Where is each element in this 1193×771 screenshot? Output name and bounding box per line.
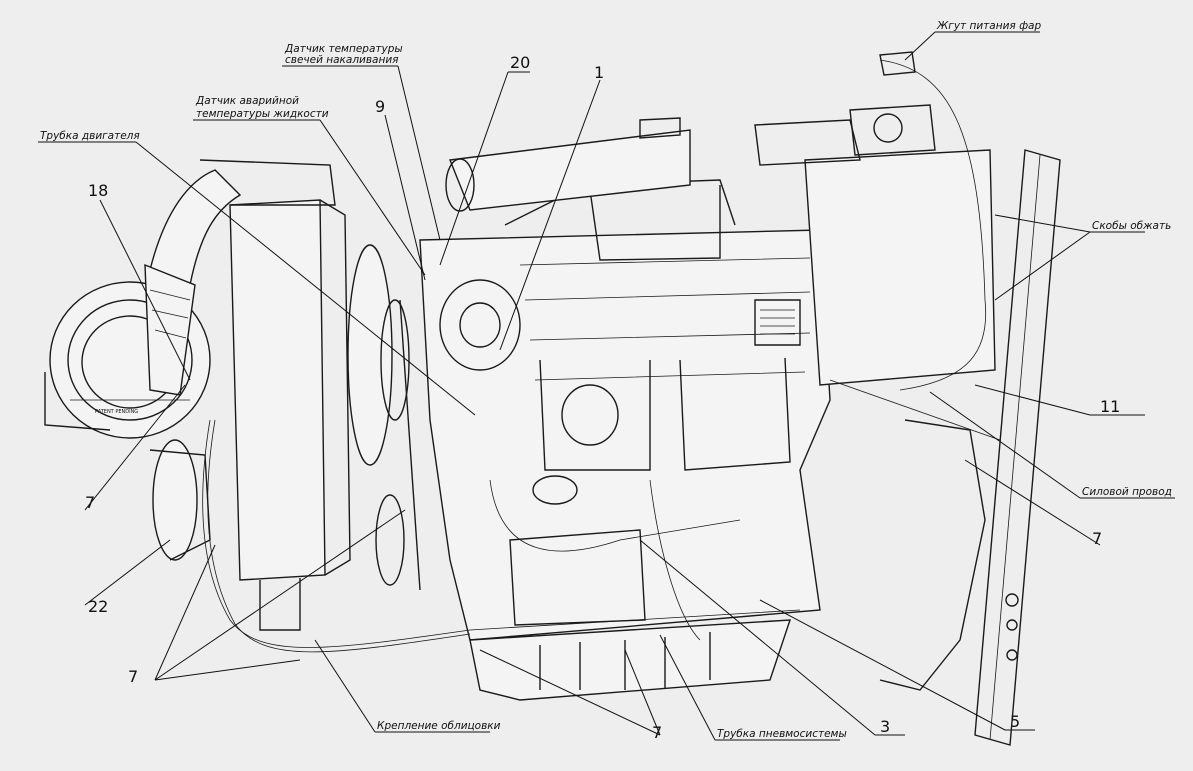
position-7-right: 7 <box>1092 529 1102 548</box>
position-1: 1 <box>594 63 604 82</box>
power-wire-label: Силовой провод <box>1082 486 1172 498</box>
position-7-bottom: 7 <box>652 723 662 742</box>
glow-sensor-label-2: свечей накаливания <box>285 54 399 66</box>
tubes-wires <box>202 51 1001 653</box>
pneumatic-tube-label: Трубка пневмосистемы <box>717 728 847 740</box>
position-20: 20 <box>510 53 530 72</box>
emergency-sensor-label-2: температуры жидкости <box>196 108 329 120</box>
emergency-sensor-label-1: Датчик аварийной <box>195 95 299 107</box>
position-3: 3 <box>880 717 890 736</box>
radiator <box>199 159 351 631</box>
engine-block <box>419 179 831 641</box>
position-7-bottom-left: 7 <box>128 667 138 686</box>
brackets-label: Скобы обжать <box>1092 220 1171 232</box>
position-9: 9 <box>375 97 385 116</box>
coolant-tank <box>754 104 996 386</box>
leader-lines <box>38 31 1175 741</box>
oil-pan <box>469 475 791 701</box>
position-5: 5 <box>1010 712 1020 731</box>
exhaust-pipe <box>445 117 691 212</box>
position-11: 11 <box>1100 397 1120 416</box>
harness-label: Жгут питания фар <box>936 20 1041 32</box>
fan-pulley <box>347 244 421 591</box>
intake-hose <box>144 169 242 396</box>
position-18: 18 <box>88 181 108 200</box>
lower-hose <box>149 439 211 561</box>
position-22: 22 <box>88 597 108 616</box>
cladding-mount-label: Крепление облицовки <box>377 720 501 732</box>
position-7-left: 7 <box>85 493 95 512</box>
chassis-rail <box>879 149 1061 746</box>
glow-sensor-label-1: Датчик температуры <box>284 43 403 55</box>
engine-tube-label: Трубка двигателя <box>40 130 140 142</box>
nameplate-text: PATENT PENDING <box>95 409 138 415</box>
